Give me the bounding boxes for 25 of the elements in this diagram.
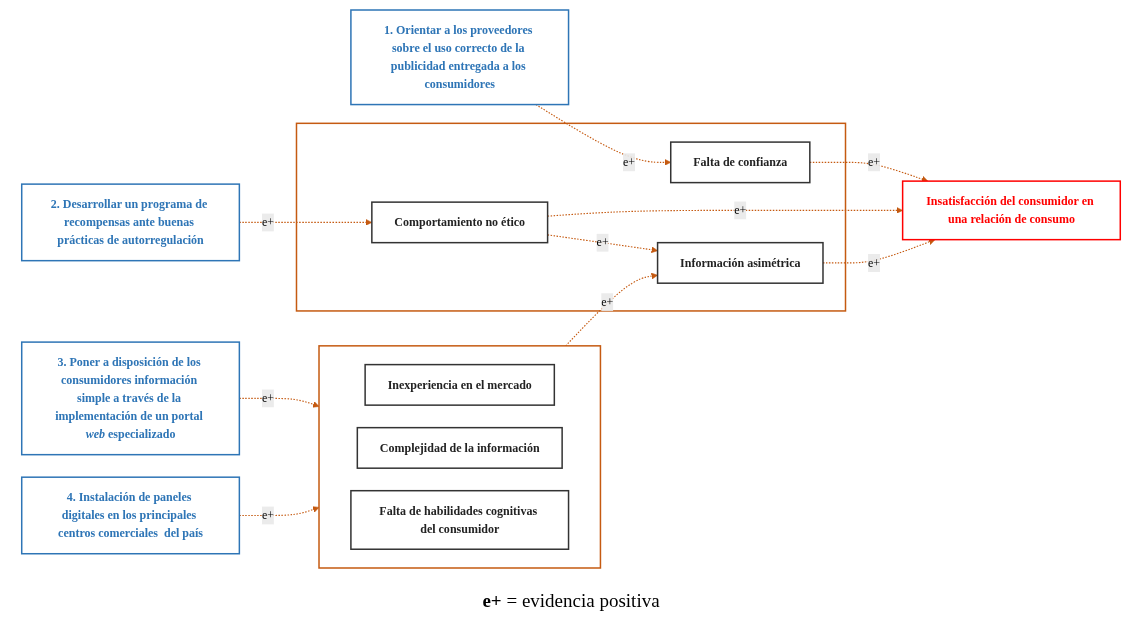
node-box: Comportamiento no ético [371,201,549,244]
arrow [565,272,658,347]
node-box: Complejidad de la información [356,426,563,469]
node-box: Insatisfacción del consumidor en una relación de consumo [901,180,1122,241]
node-box: 3. Poner a disposición de los consumidores información simple a través de la implementación de un portal web especializado [20,341,241,456]
node-box: 2. Desarrollar un programa de recompensas ante buenas prácticas de autorregulación [20,183,241,262]
edge-label: e+ [261,508,274,522]
node-box: Falta de habilidades cognitivas del consumidor [350,489,570,550]
node-box: 1. Orientar a los proveedores sobre el uso correcto de la publicidad entregada a los consumidores [350,9,570,106]
legend-note: e+ = evidencia positiva [482,590,660,612]
edge-label: e+ [868,256,881,269]
node-box: Falta de confianza [670,141,811,184]
edge-label: e+ [622,155,636,169]
arrow [547,234,658,254]
node-box: Información asimétrica [656,241,824,284]
edge-label: e+ [261,391,274,405]
arrow [547,207,903,217]
edge-label: e+ [868,155,881,169]
edge-label: e+ [734,203,747,217]
node-box: Inexperiencia en el mercado [364,363,556,406]
edge-label: e+ [261,215,274,229]
cluster [318,345,602,569]
edge-label: e+ [596,235,609,249]
node-box: 4. Instalación de paneles digitales en los principales centros comerciales del país [20,476,241,555]
edge-label: e+ [601,295,614,309]
